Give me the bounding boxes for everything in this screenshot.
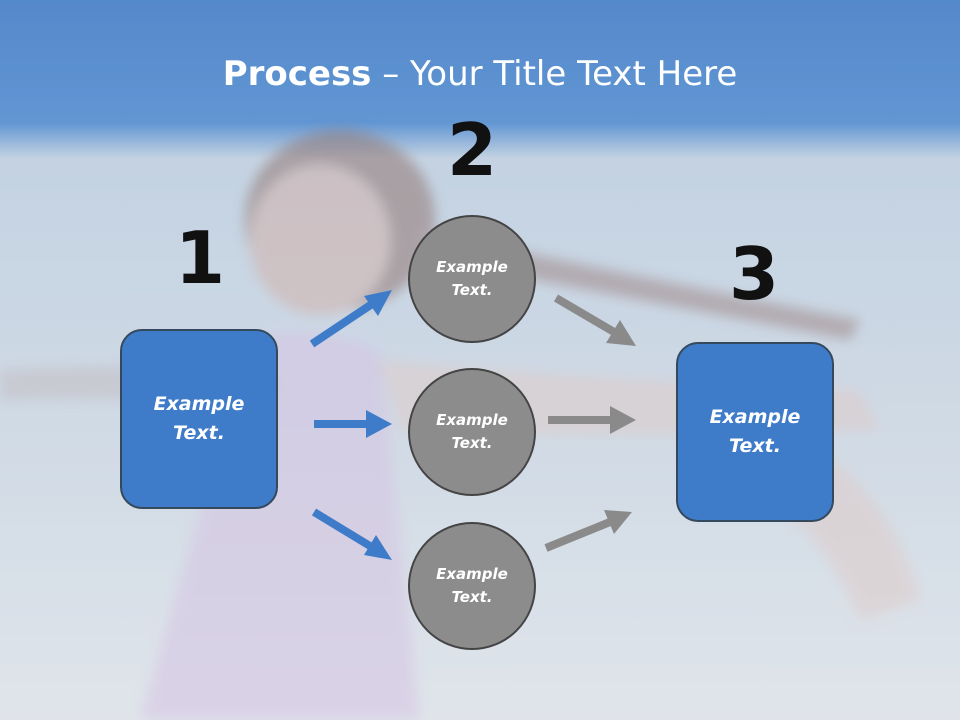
step-1-label: Example Text. <box>153 393 245 444</box>
step-number-1: 1 <box>174 216 226 300</box>
arrow-from-circle-top <box>553 294 636 346</box>
step-2-circle-bottom: Example Text. <box>408 522 536 650</box>
step-number-3: 3 <box>728 232 780 316</box>
arrow-from-circle-middle <box>548 406 636 434</box>
arrow-from-circle-bottom <box>544 510 632 552</box>
arrow-to-circle-bottom <box>311 508 392 560</box>
step-1-box: Example Text. <box>120 329 278 509</box>
arrow-to-circle-top <box>309 290 392 348</box>
arrow-to-circle-middle <box>314 410 392 438</box>
circle-middle-label: Example Text. <box>436 411 508 452</box>
step-3-box: Example Text. <box>676 342 834 522</box>
step-number-2: 2 <box>446 108 498 192</box>
step-3-label: Example Text. <box>709 406 801 457</box>
page-title: Process – Your Title Text Here <box>0 52 960 96</box>
step-2-circle-top: Example Text. <box>408 215 536 343</box>
circle-bottom-label: Example Text. <box>436 565 508 606</box>
circle-top-label: Example Text. <box>436 258 508 299</box>
step-2-circle-middle: Example Text. <box>408 368 536 496</box>
title-bold: Process <box>222 54 372 94</box>
title-rest: – Your Title Text Here <box>371 54 738 94</box>
